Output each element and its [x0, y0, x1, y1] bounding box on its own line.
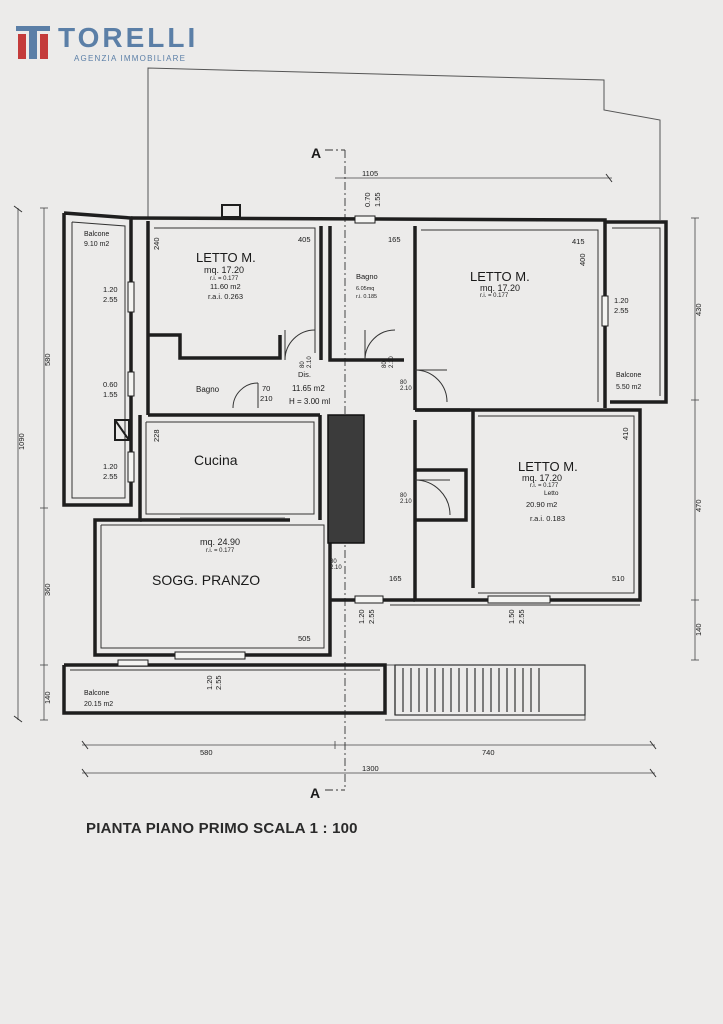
- dim-240: 240: [152, 237, 161, 250]
- room-letto-se-sub-area: 20.90 m2: [526, 500, 557, 509]
- agency-name: TORELLI: [58, 22, 199, 53]
- dim-400: 400: [578, 253, 587, 266]
- room-balcone-s-area: 20.15 m2: [84, 701, 113, 708]
- room-balcone-e-title: Balcone: [616, 372, 641, 379]
- dim-left-upper: 580: [43, 353, 52, 366]
- section-mark-top: A: [311, 145, 321, 161]
- room-letto-ne-ri: r.i. = 0.177: [480, 293, 509, 299]
- dim-w7a: 1.50: [507, 609, 516, 624]
- dim-228: 228: [152, 429, 161, 442]
- dim-w5b: 2.55: [367, 609, 376, 624]
- dim-505: 505: [298, 634, 311, 643]
- dim-d3b: 2.10: [400, 386, 412, 392]
- room-letto-nw-area: mq. 17.20: [204, 265, 244, 275]
- agency-logo: TORELLI AGENZIA IMMOBILIARE: [14, 20, 254, 68]
- dim-405: 405: [298, 235, 311, 244]
- room-balcone-w-title: Balcone: [84, 231, 109, 238]
- windows: [117, 215, 609, 667]
- room-dis-title: Dis.: [298, 370, 311, 379]
- room-bagno-1-ri: r.i. 0.185: [356, 294, 377, 300]
- section-mark-bottom: A: [310, 785, 320, 801]
- dim-w7b: 2.55: [517, 609, 526, 624]
- torelli-logo-icon: [16, 26, 50, 59]
- plan-caption: PIANTA PIANO PRIMO SCALA 1 : 100: [86, 820, 358, 837]
- dim-510: 510: [612, 574, 625, 583]
- room-letto-nw-ri: r.i. = 0.177: [210, 276, 239, 282]
- dim-410: 410: [621, 427, 630, 440]
- dim-165a: 165: [388, 235, 401, 244]
- dim-165b: 165: [389, 574, 402, 583]
- room-balcone-e-area: 5.50 m2: [616, 384, 641, 391]
- dim-top: 1105: [362, 169, 378, 178]
- room-letto-se-area: mq. 17.20: [522, 473, 562, 483]
- dim-w2b: 1.55: [103, 390, 118, 399]
- dim-w5a: 1.20: [357, 609, 366, 624]
- agency-subtitle: AGENZIA IMMOBILIARE: [74, 54, 187, 63]
- dim-bottom-right: 740: [482, 748, 495, 757]
- dim-d4a: 80: [400, 493, 407, 499]
- dimension-lines: [17, 177, 699, 774]
- room-soggiorno-area: mq. 24.90: [200, 537, 240, 547]
- dim-d2b: 2.10: [389, 356, 395, 368]
- dim-w8a: 0.70: [363, 192, 372, 207]
- room-letto-ne-area: mq. 17.20: [480, 283, 520, 293]
- dim-d2a: 80: [382, 361, 388, 368]
- dim-w3b: 2.55: [103, 472, 118, 481]
- room-soggiorno-ri: r.i. = 0.177: [206, 548, 235, 554]
- dim-w4b: 2.55: [614, 306, 629, 315]
- site-outline: [147, 67, 661, 721]
- dim-bottom-left: 580: [200, 748, 213, 757]
- dim-w1a: 1.20: [103, 285, 118, 294]
- room-cucina-title: Cucina: [194, 452, 238, 468]
- dim-right-mid: 470: [694, 499, 703, 512]
- exterior-stairs: [394, 664, 586, 716]
- dim-right-upper: 430: [694, 303, 703, 316]
- dim-d5b: 2.10: [330, 565, 342, 571]
- dim-w6b: 2.55: [214, 675, 223, 690]
- room-letto-se-title: LETTO M.: [518, 459, 578, 474]
- dim-left-lower: 360: [43, 583, 52, 596]
- chimneys: [114, 204, 241, 441]
- dim-w3a: 1.20: [103, 462, 118, 471]
- dim-w4a: 1.20: [614, 296, 629, 305]
- dim-d1b: 2.10: [307, 356, 313, 368]
- room-letto-se-ral: r.a.i. 0.183: [530, 514, 565, 523]
- room-letto-se-label: Letto: [544, 490, 559, 497]
- dim-w1b: 2.55: [103, 295, 118, 304]
- dim-left-balcony: 140: [43, 691, 52, 704]
- room-balcone-s-title: Balcone: [84, 690, 109, 697]
- dim-left-total: 1090: [17, 433, 26, 450]
- dim-w2a: 0.60: [103, 380, 118, 389]
- room-bagno-1-area: 6.05mq: [356, 286, 374, 292]
- room-letto-se-ri: r.i. = 0.177: [530, 483, 559, 489]
- dim-d5a: 80: [330, 559, 337, 565]
- dim-d1a: 80: [300, 361, 306, 368]
- dim-right-low: 140: [694, 623, 703, 636]
- dim-415: 415: [572, 237, 585, 246]
- room-letto-nw-sub-area: 11.60 m2: [210, 282, 241, 291]
- dim-d3a: 80: [400, 380, 407, 386]
- dim-70: 70: [262, 384, 270, 393]
- room-dis-area: 11.65 m2: [292, 384, 325, 393]
- doors: [232, 329, 451, 516]
- dim-210: 210: [260, 394, 273, 403]
- room-bagno-2-title: Bagno: [196, 385, 220, 394]
- room-soggiorno-title: SOGG. PRANZO: [152, 572, 260, 588]
- room-balcone-w-area: 9.10 m2: [84, 241, 109, 248]
- wall-inner-lines: [70, 221, 661, 671]
- room-letto-ne-title: LETTO M.: [470, 269, 530, 284]
- room-dis-height: H = 3.00 ml: [289, 397, 330, 406]
- room-bagno-1-title: Bagno: [356, 272, 378, 281]
- dim-bottom-total: 1300: [362, 764, 379, 773]
- room-letto-nw-title: LETTO M.: [196, 250, 256, 265]
- walls: [62, 211, 668, 715]
- room-letto-nw-ral: r.a.i. 0.263: [208, 292, 243, 301]
- dimension-ticks: [13, 173, 657, 778]
- dim-w6a: 1.20: [205, 675, 214, 690]
- dim-d4b: 2.10: [400, 499, 412, 505]
- stair-shaft: [327, 414, 365, 544]
- dim-w8b: 1.55: [373, 192, 382, 207]
